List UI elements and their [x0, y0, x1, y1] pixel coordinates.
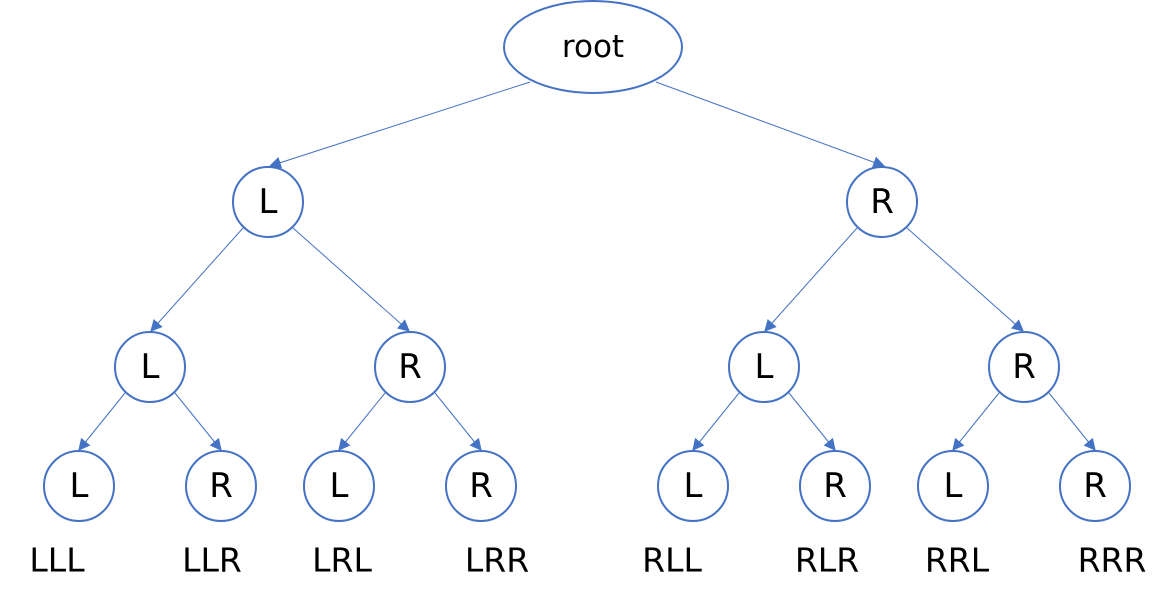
tree-node-R-label: R — [870, 182, 894, 222]
tree-node-RLR-label: R — [823, 466, 847, 506]
level-3-nodes: L R L R L R L R — [43, 450, 1131, 522]
leaf-path-LLL: LLL — [29, 541, 85, 580]
leaf-path-captions: LLL LLR LRL LRR RLL RLR RRL RRR — [29, 541, 1146, 580]
tree-node-RLL-circle — [657, 450, 729, 522]
leaf-path-RLL: RLL — [642, 541, 702, 580]
tree-node-L: L — [232, 166, 304, 238]
tree-node-RLR: R — [799, 450, 871, 522]
tree-node-LLR-label: R — [209, 466, 233, 506]
tree-node-RLL-label: L — [684, 466, 703, 506]
edge-R-to-RL — [764, 227, 858, 332]
tree-node-LR: R — [374, 331, 446, 403]
level-1-nodes: L R — [232, 166, 918, 238]
level-2-nodes: L R L R — [114, 331, 1060, 403]
tree-node-RRR-label: R — [1083, 466, 1107, 506]
tree-node-RLR-circle — [799, 450, 871, 522]
tree-node-LRR-label: R — [469, 466, 493, 506]
edge-LL-to-LLR — [174, 392, 222, 451]
tree-node-LLR: R — [185, 450, 257, 522]
tree-node-RR-circle — [988, 331, 1060, 403]
root-node-ellipse — [503, 0, 683, 94]
edge-L-to-LL — [150, 227, 244, 332]
tree-node-LR-circle — [374, 331, 446, 403]
tree-node-L-circle — [232, 166, 304, 238]
tree-node-LL: L — [114, 331, 186, 403]
leaf-path-RRR: RRR — [1078, 541, 1147, 580]
tree-node-R: R — [846, 166, 918, 238]
tree-node-RRL-label: L — [944, 466, 963, 506]
root-node-label: root — [562, 29, 624, 65]
tree-node-LRL: L — [303, 450, 375, 522]
tree-node-RR-label: R — [1012, 347, 1036, 387]
edges — [78, 81, 1096, 451]
edge-LL-to-LLL — [78, 392, 126, 451]
leaf-path-RRL: RRL — [925, 541, 990, 580]
leaf-path-RLR: RLR — [795, 541, 859, 580]
tree-node-RRR: R — [1059, 450, 1131, 522]
edge-LR-to-LRR — [434, 392, 482, 451]
edge-RL-to-RLL — [692, 392, 740, 451]
tree-node-LRL-label: L — [330, 466, 349, 506]
root-node: root — [503, 0, 683, 94]
tree-node-LLL-circle — [43, 450, 115, 522]
edge-RR-to-RRR — [1048, 392, 1096, 451]
leaf-path-LRL: LRL — [312, 541, 372, 580]
edge-root-to-R — [655, 81, 886, 168]
edge-L-to-LR — [292, 227, 410, 332]
leaf-path-LLR: LLR — [182, 541, 242, 580]
tree-node-RL-circle — [728, 331, 800, 403]
edge-RR-to-RRL — [952, 392, 1000, 451]
tree-node-RLL: L — [657, 450, 729, 522]
edge-R-to-RR — [906, 227, 1024, 332]
tree-node-RRR-circle — [1059, 450, 1131, 522]
tree-node-LR-label: R — [398, 347, 422, 387]
tree-node-LRL-circle — [303, 450, 375, 522]
tree-node-LL-label: L — [141, 347, 160, 387]
tree-node-RRL-circle — [917, 450, 989, 522]
tree-node-RL: L — [728, 331, 800, 403]
edge-root-to-L — [268, 81, 531, 169]
tree-node-L-label: L — [259, 182, 278, 222]
edge-LR-to-LRL — [338, 392, 386, 451]
tree-node-LLL: L — [43, 450, 115, 522]
tree-node-RRL: L — [917, 450, 989, 522]
tree-node-LLR-circle — [185, 450, 257, 522]
tree-node-LRR: R — [445, 450, 517, 522]
tree-node-R-circle — [846, 166, 918, 238]
tree-node-LL-circle — [114, 331, 186, 403]
tree-node-RL-label: L — [755, 347, 774, 387]
tree-node-RR: R — [988, 331, 1060, 403]
tree-node-LRR-circle — [445, 450, 517, 522]
tree-node-LLL-label: L — [70, 466, 89, 506]
leaf-path-LRR: LRR — [465, 541, 529, 580]
edge-RL-to-RLR — [788, 392, 836, 451]
